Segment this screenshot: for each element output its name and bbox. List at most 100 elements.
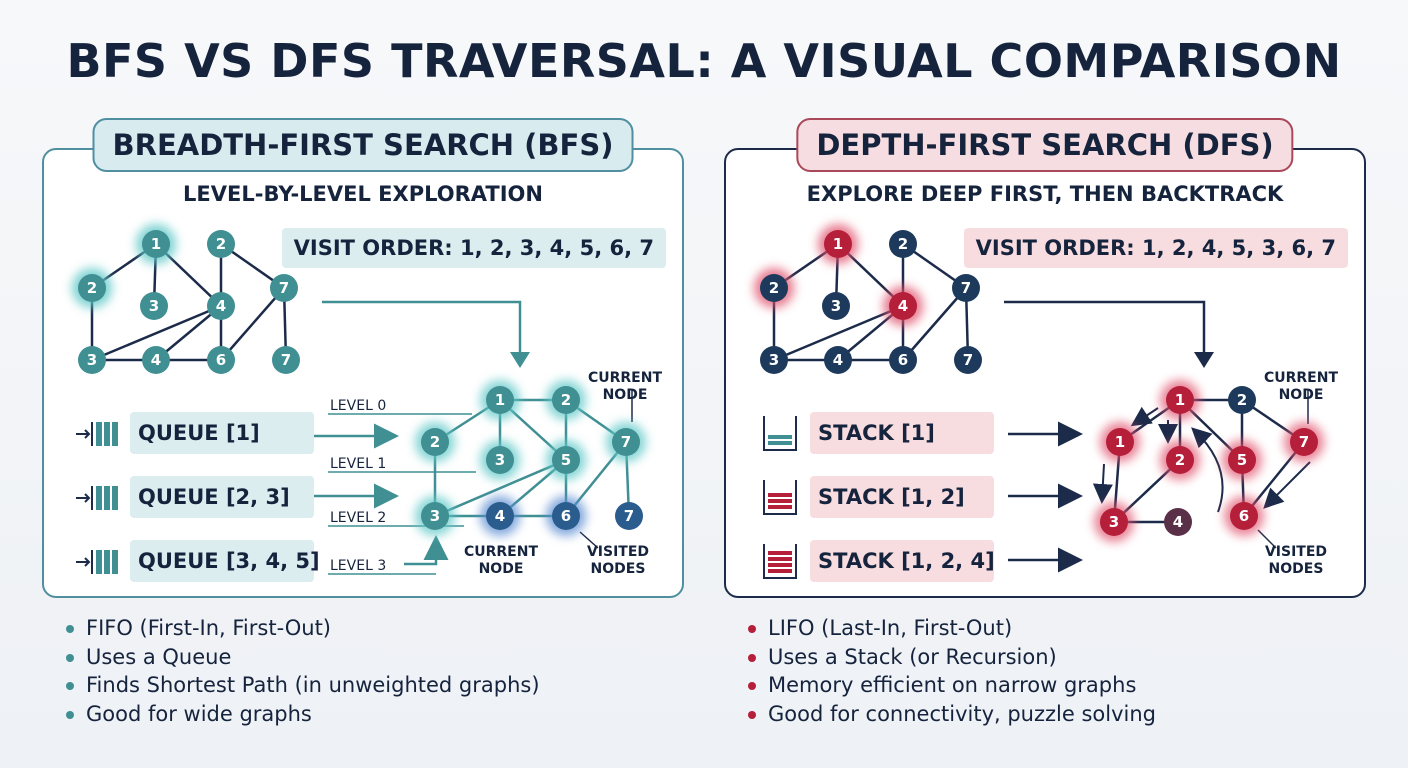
- bfs-flow-arrowhead: [510, 352, 530, 368]
- bfs-visited-nodes-label: VISITED NODES: [586, 544, 650, 577]
- bfs-g2-label: 3: [430, 507, 440, 525]
- bfs-g2-visited-node: [552, 502, 580, 530]
- bfs-g1-label: 2: [216, 235, 226, 253]
- bfs-visit-order: VISIT ORDER: 1, 2, 3, 4, 5, 6, 7: [281, 228, 666, 268]
- traversal-arrow: [1092, 463, 1113, 504]
- dfs-panel: DEPTH-FIRST SEARCH (DFS) EXPLORE DEEP FI…: [724, 118, 1366, 598]
- traversal-arrow: [1130, 406, 1159, 427]
- bfs-g2-node: [615, 502, 643, 530]
- bfs-g1-label: 6: [216, 351, 226, 369]
- bfs-g1-node: [140, 292, 168, 320]
- bfs-bullet-list: FIFO (First-In, First-Out) Uses a Queue …: [66, 614, 540, 728]
- bfs-flow-arrow: [322, 300, 522, 362]
- bfs-g2-label: 1: [495, 391, 505, 409]
- bullet-dot-icon: [748, 653, 756, 662]
- bfs-current-node-label-top: CURRENT NODE: [587, 370, 663, 403]
- bfs-g1-label: 4: [216, 297, 226, 315]
- bfs-g2-current-node: [486, 502, 514, 530]
- dfs-g1-node: [824, 346, 852, 374]
- dfs-g1-label: 7: [961, 279, 971, 297]
- bfs-g1-label: 7: [279, 279, 289, 297]
- dfs-g2-current-node: [1290, 428, 1318, 456]
- dfs-g1-label: 1: [833, 235, 843, 253]
- bfs-g2-node: [486, 386, 514, 414]
- dfs-g1-label: 3: [831, 297, 841, 315]
- bfs-g1-label: 2: [87, 279, 97, 297]
- dfs-g2-label: 5: [1237, 451, 1247, 469]
- dfs-bullet: Good for connectivity, puzzle solving: [748, 700, 1156, 729]
- bfs-g1-label: 3: [149, 297, 159, 315]
- bfs-g2-label: 2: [561, 391, 571, 409]
- bullet-dot-icon: [748, 710, 756, 719]
- dfs-g1-label: 3: [769, 351, 779, 369]
- dfs-flow-arrow: [1004, 300, 1206, 362]
- dfs-bullet: LIFO (Last-In, First-Out): [748, 614, 1156, 643]
- dfs-g1-node: [760, 274, 788, 302]
- dfs-g2-label: 2: [1237, 391, 1247, 409]
- bfs-g1-node: [270, 274, 298, 302]
- bfs-g2-node: [421, 428, 449, 456]
- dfs-g1-node: [954, 346, 982, 374]
- bfs-g2-label: 7: [621, 433, 631, 451]
- dfs-g2-label: 7: [1299, 433, 1309, 451]
- queue-box: QUEUE [1]: [130, 412, 314, 454]
- dfs-g1-node: [889, 292, 917, 320]
- dfs-flow-arrowhead: [1194, 352, 1214, 368]
- bfs-graph2-nodes: 1 2 2 7 3 5 3 4 6 7: [415, 380, 646, 536]
- dfs-g1-node: [889, 230, 917, 258]
- dfs-g1-label: 4: [898, 297, 908, 315]
- bfs-g1-node: [142, 346, 170, 374]
- dfs-g1-node: [889, 346, 917, 374]
- dfs-g1-node: [822, 292, 850, 320]
- dfs-g2-node: [1228, 386, 1256, 414]
- dfs-g2-node: [1100, 508, 1128, 536]
- dfs-g2-label: 3: [1109, 513, 1119, 531]
- dfs-g1-label: 2: [769, 279, 779, 297]
- dfs-graph1-edges: [772, 242, 970, 362]
- bfs-graph1-edges: [90, 242, 288, 362]
- bfs-bullet: Finds Shortest Path (in unweighted graph…: [66, 671, 540, 700]
- stack-icon: [763, 416, 797, 451]
- bfs-bullet: Good for wide graphs: [66, 700, 540, 729]
- bfs-g1-label: 1: [151, 235, 161, 253]
- bfs-g2-node: [486, 446, 514, 474]
- bfs-level-label: LEVEL 2: [330, 510, 386, 526]
- dfs-g2-node: [1228, 446, 1256, 474]
- queue-box: QUEUE [3, 4, 5]: [130, 540, 320, 582]
- bfs-g2-label: 3: [495, 451, 505, 469]
- bfs-g2-node: [421, 502, 449, 530]
- queue-icon: [76, 550, 118, 574]
- dfs-bullet: Memory efficient on narrow graphs: [748, 671, 1156, 700]
- bfs-graph2-edges: [433, 398, 631, 518]
- queue-arrow: [404, 535, 449, 566]
- bfs-g2-label: 6: [561, 507, 571, 525]
- dfs-subtitle: EXPLORE DEEP FIRST, THEN BACKTRACK: [806, 182, 1284, 206]
- page-title: BFS VS DFS TRAVERSAL: A VISUAL COMPARISO…: [66, 34, 1342, 88]
- dfs-graph1-nodes: 1 2 2 3 4 7 3 4 6 7: [754, 224, 982, 374]
- backtrack-arrow: [1191, 427, 1224, 513]
- dfs-g1-label: 6: [898, 351, 908, 369]
- queue-icon: [76, 422, 118, 446]
- bullet-dot-icon: [66, 682, 74, 690]
- dfs-current-node-label: CURRENT NODE: [1263, 370, 1339, 403]
- bfs-g2-node: [552, 446, 580, 474]
- dfs-g2-label: 2: [1175, 451, 1185, 469]
- bfs-g1-label: 4: [151, 351, 161, 369]
- dfs-g2-label: 1: [1115, 433, 1125, 451]
- stack-icon: [763, 480, 797, 515]
- bfs-graph1-nodes: 1 2 2 3 4 7 3 4 6 7: [72, 224, 300, 374]
- bfs-g1-node: [78, 274, 106, 302]
- bfs-g1-label: 7: [281, 351, 291, 369]
- bfs-g2-node: [552, 386, 580, 414]
- bfs-g1-node: [78, 346, 106, 374]
- dfs-g2-node: [1106, 428, 1134, 456]
- bfs-g1-label: 3: [87, 351, 97, 369]
- bfs-g1-node: [142, 230, 170, 258]
- dfs-g2-label: 1: [1175, 391, 1185, 409]
- bfs-g2-label: 2: [430, 433, 440, 451]
- bfs-g2-label: 5: [561, 451, 571, 469]
- bfs-g1-node: [272, 346, 300, 374]
- bfs-g1-node: [207, 292, 235, 320]
- dfs-visited-nodes-label: VISITED NODES: [1264, 544, 1328, 577]
- dfs-g2-visited-node: [1230, 502, 1258, 530]
